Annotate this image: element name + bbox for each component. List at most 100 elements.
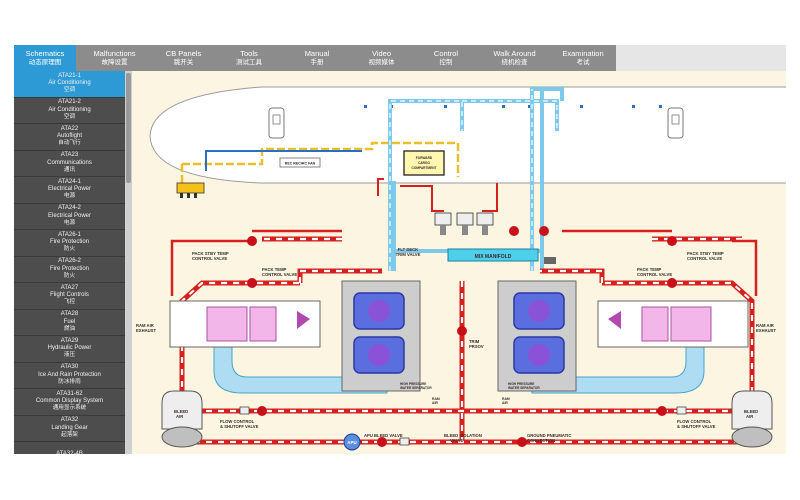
menu-tab-label: Tools (240, 49, 258, 58)
apu-icon (343, 433, 361, 451)
sidebar-item-code: ATA24-1 (58, 178, 81, 185)
right-pack (497, 280, 749, 392)
sidebar-item-sublabel: 液压 (63, 352, 76, 359)
menu-tab-sublabel: 故障设置 (101, 59, 128, 66)
sidebar-item-code: ATA28 (60, 311, 79, 318)
mix-manifold-sensor (544, 257, 556, 264)
sidebar-item-code: ATA24-2 (58, 205, 81, 212)
sidebar-item-sublabel: 通讯 (63, 166, 76, 173)
sidebar-item-sublabel: 空调 (63, 113, 76, 120)
valve-markers (247, 236, 677, 447)
menu-tab-sublabel: 绕机检查 (501, 59, 528, 66)
pack-bypass-ducts (170, 229, 758, 296)
menu-tab-sublabel: 考试 (576, 59, 590, 66)
sidebar-item-label: Hydraulic Power (47, 345, 92, 352)
menu-tab-label: Schematics (25, 49, 65, 58)
sidebar-item-label: Ice And Rain Protection (38, 371, 101, 378)
sidebar-item-code: ATA23 (60, 152, 79, 159)
sidebar-item-label: Electrical Power (47, 186, 91, 193)
flt-deck-trim-valves (434, 212, 494, 235)
sidebar-item-sublabel: 防火 (63, 272, 76, 279)
trim-air-upper (377, 178, 498, 212)
sidebar-item-code: ATA30 (60, 364, 79, 371)
sidebar-item-label: Air Conditioning (48, 106, 91, 113)
menu-tab-label: Video (371, 49, 392, 58)
menu-tab-sublabel: 视频媒体 (368, 59, 395, 66)
menu-tab-sublabel: 手册 (310, 59, 324, 66)
sidebar-item-sublabel: 起落架 (61, 431, 78, 438)
sidebar-item-ata32-4b[interactable]: ATA32-4B (14, 442, 125, 454)
menu-tab-label: CB Panels (165, 49, 202, 58)
valve-boxes (239, 406, 687, 446)
sidebar-item-sublabel: 通用显示系统 (52, 405, 87, 412)
flow-control-right-label: FLOW CONTROL& SHUTOFF VALVE (677, 419, 716, 429)
sidebar-item-code: ATA27 (60, 284, 79, 291)
sidebar-item-code: ATA22 (60, 125, 79, 132)
sidebar-item-label: Fire Protection (49, 265, 89, 272)
sidebar-item-label: Fire Protection (49, 239, 89, 246)
sidebar-item-label: Flight Controls (50, 292, 89, 299)
apu-label: APU (347, 440, 357, 445)
sidebar-item-label: Air Conditioning (48, 80, 91, 87)
bleed-air-right-source (731, 390, 773, 448)
sidebar-item-code: ATA32-4B (56, 451, 83, 454)
menu-tab-sublabel: 控制 (439, 59, 453, 66)
sidebar-scrollbar[interactable] (125, 71, 132, 454)
sidebar-item-code: ATA31-62 (56, 390, 83, 397)
apu-bleed-valve-label: APU BLEED VALVE (364, 433, 403, 438)
sidebar-item-sublabel: 电源 (63, 193, 76, 200)
sidebar-item-sublabel: 电源 (63, 219, 76, 226)
scrollbar-thumb[interactable] (126, 73, 131, 183)
menu-tab-sublabel: 测试工具 (236, 59, 262, 66)
menu-tab-sublabel: 跳开关 (173, 59, 194, 66)
sidebar-item-code: ATA32 (60, 417, 79, 424)
sidebar-item-label: Landing Gear (51, 424, 88, 431)
menu-tab-label: Malfunctions (93, 49, 136, 58)
sidebar-item-label: Autoflight (56, 133, 83, 140)
sidebar-item-sublabel: 自动飞行 (58, 140, 81, 147)
sidebar-item-sublabel: 飞控 (63, 299, 76, 306)
recirc-fan-label: REC RECIRC FAN (285, 162, 316, 166)
bleed-air-left-source (161, 390, 203, 448)
sidebar-item-label: Fuel (63, 318, 76, 325)
sidebar-item-label: Communications (47, 159, 92, 166)
sidebar-item-code: ATA26-2 (58, 258, 81, 265)
